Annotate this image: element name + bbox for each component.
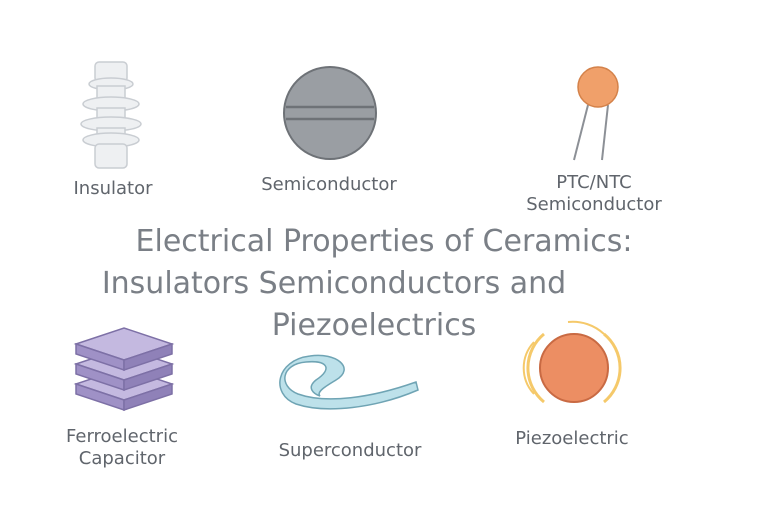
page-title-line1: Electrical Properties of Ceramics:: [135, 224, 633, 259]
piezoelectric-label: Piezoelectric: [515, 428, 629, 449]
ptc-ntc-label-line1: PTC/NTC: [556, 172, 632, 193]
superconducting-tape-icon: [276, 352, 426, 416]
piezo-disc-icon: [522, 320, 626, 416]
thermistor-icon: [568, 65, 628, 165]
ceramic-insulator-icon: [75, 58, 147, 173]
ptc-ntc-label-line2: Semiconductor: [526, 194, 662, 215]
semiconductor-disc-icon: [282, 65, 378, 161]
page-title-line3: Piezoelectrics: [271, 308, 477, 343]
insulator-label: Insulator: [73, 178, 153, 199]
ferroelectric-label-line2: Capacitor: [78, 448, 166, 469]
stacked-capacitor-icon: [72, 322, 176, 414]
page-title-line2: Insulators Semiconductors and: [101, 266, 567, 301]
semiconductor-label: Semiconductor: [261, 174, 397, 195]
ferroelectric-label-line1: Ferroelectric: [66, 426, 178, 447]
superconductor-label: Superconductor: [278, 440, 422, 461]
